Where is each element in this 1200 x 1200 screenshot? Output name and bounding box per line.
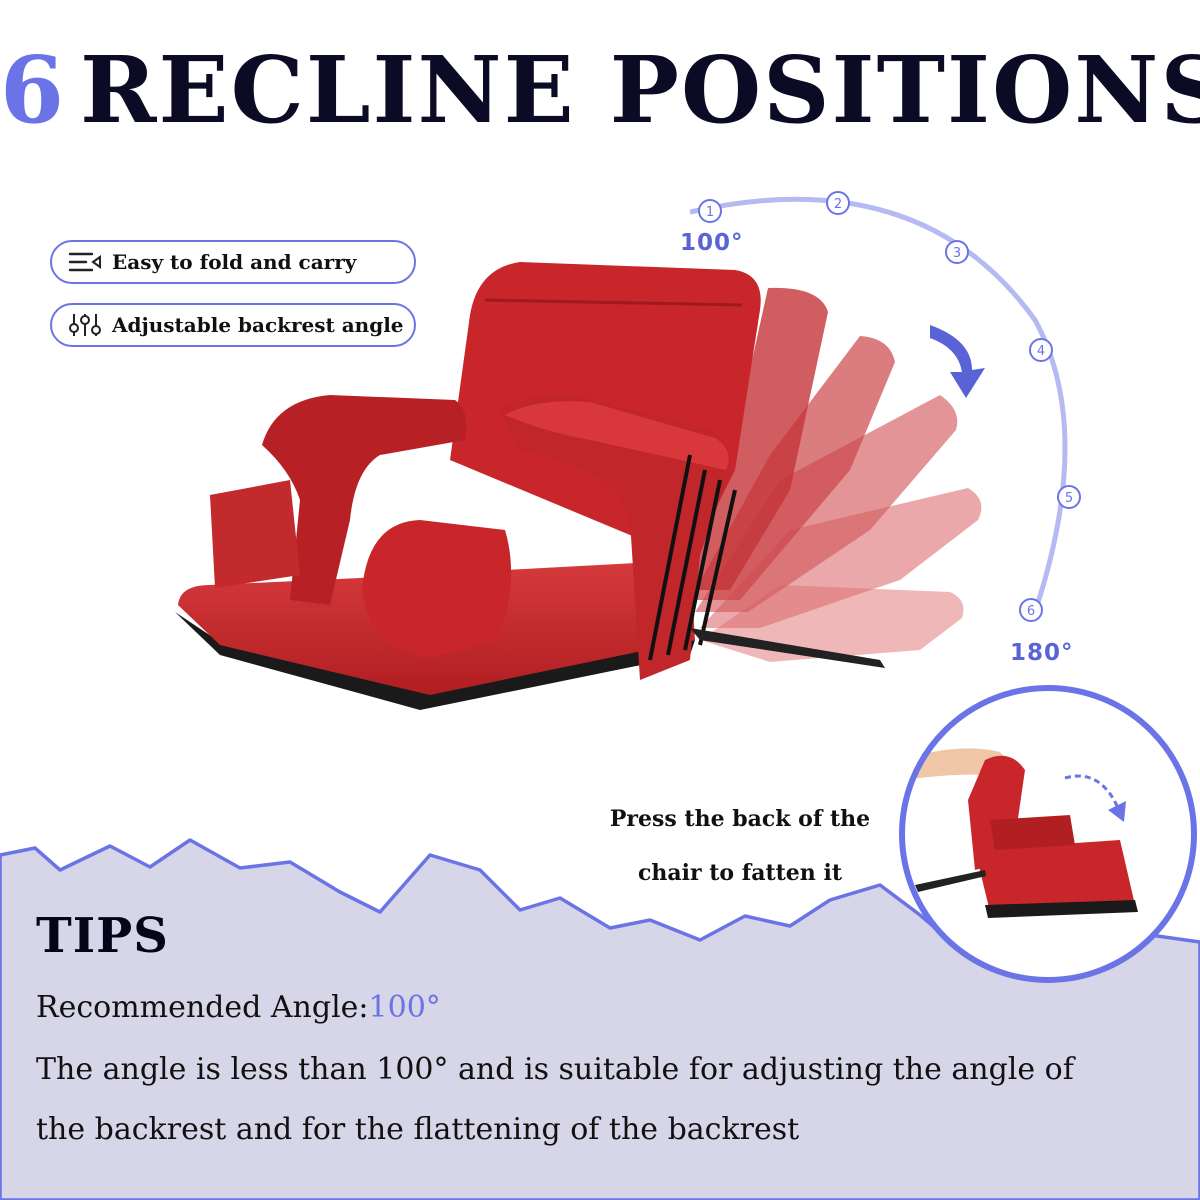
angle-start-label: 100° bbox=[680, 230, 744, 256]
feature-label-backrest: Adjustable backrest angle bbox=[112, 313, 404, 337]
press-detail-inset bbox=[899, 685, 1197, 983]
position-markers: 1 2 3 4 5 6 bbox=[698, 191, 1081, 622]
recommended-angle: Recommended Angle:100° bbox=[36, 990, 441, 1025]
position-marker-2: 2 bbox=[826, 191, 850, 215]
svg-text:2: 2 bbox=[834, 197, 842, 212]
press-instruction-line-1: Press the back of the bbox=[609, 806, 871, 832]
chair-trim-straps bbox=[648, 454, 737, 661]
tips-text-line-1: The angle is less than 100° and is suita… bbox=[36, 1052, 1074, 1087]
feature-pill-fold: Easy to fold and carry bbox=[50, 240, 416, 284]
svg-text:1: 1 bbox=[706, 205, 714, 220]
svg-text:4: 4 bbox=[1037, 344, 1045, 359]
position-marker-6: 6 bbox=[1019, 598, 1043, 622]
collapse-menu-icon bbox=[68, 252, 101, 272]
tips-heading: TIPS bbox=[36, 908, 169, 964]
press-instruction: Press the back of the chair to fatten it bbox=[560, 792, 920, 900]
inset-arrowhead-icon bbox=[1108, 801, 1126, 822]
position-marker-3: 3 bbox=[945, 240, 969, 264]
inset-chair-seat bbox=[975, 840, 1135, 912]
svg-text:6: 6 bbox=[1027, 604, 1035, 619]
recommended-angle-label: Recommended Angle: bbox=[36, 990, 369, 1025]
recommended-angle-value: 100° bbox=[368, 990, 441, 1025]
inset-strap bbox=[915, 870, 986, 892]
chair-strap bbox=[690, 628, 885, 668]
inset-chair-arm bbox=[990, 815, 1075, 850]
chair-backrest-seam bbox=[484, 298, 743, 307]
chair-right-cup-holder bbox=[362, 520, 512, 658]
sliders-icon bbox=[69, 314, 101, 336]
ghost-position-2 bbox=[685, 287, 828, 590]
inset-arrow-icon bbox=[1064, 774, 1120, 809]
chair-left-armrest bbox=[262, 395, 467, 605]
title-number: 6 bbox=[0, 36, 67, 144]
feature-label-fold: Easy to fold and carry bbox=[112, 250, 357, 274]
svg-text:3: 3 bbox=[953, 246, 961, 261]
press-instruction-line-2: chair to fatten it bbox=[638, 860, 842, 886]
tips-text-line-2: the backrest and for the flattening of t… bbox=[36, 1112, 800, 1147]
feature-pill-backrest: Adjustable backrest angle bbox=[50, 303, 416, 347]
position-marker-4: 4 bbox=[1029, 338, 1053, 362]
chair-right-armrest bbox=[500, 395, 731, 680]
svg-text:5: 5 bbox=[1065, 491, 1073, 506]
stadium-chair bbox=[175, 262, 885, 710]
chair-left-cup-holder bbox=[210, 480, 300, 588]
angle-end-label: 180° bbox=[1010, 640, 1074, 666]
position-marker-1: 1 bbox=[698, 199, 722, 223]
recline-ghost-positions bbox=[685, 287, 982, 662]
inset-chair-base bbox=[985, 900, 1138, 918]
position-marker-5: 5 bbox=[1057, 485, 1081, 509]
chair-right-armrest-top bbox=[505, 401, 729, 470]
recline-direction-arrow-icon bbox=[930, 325, 985, 398]
title-text: RECLINE POSITIONS bbox=[80, 36, 1200, 144]
